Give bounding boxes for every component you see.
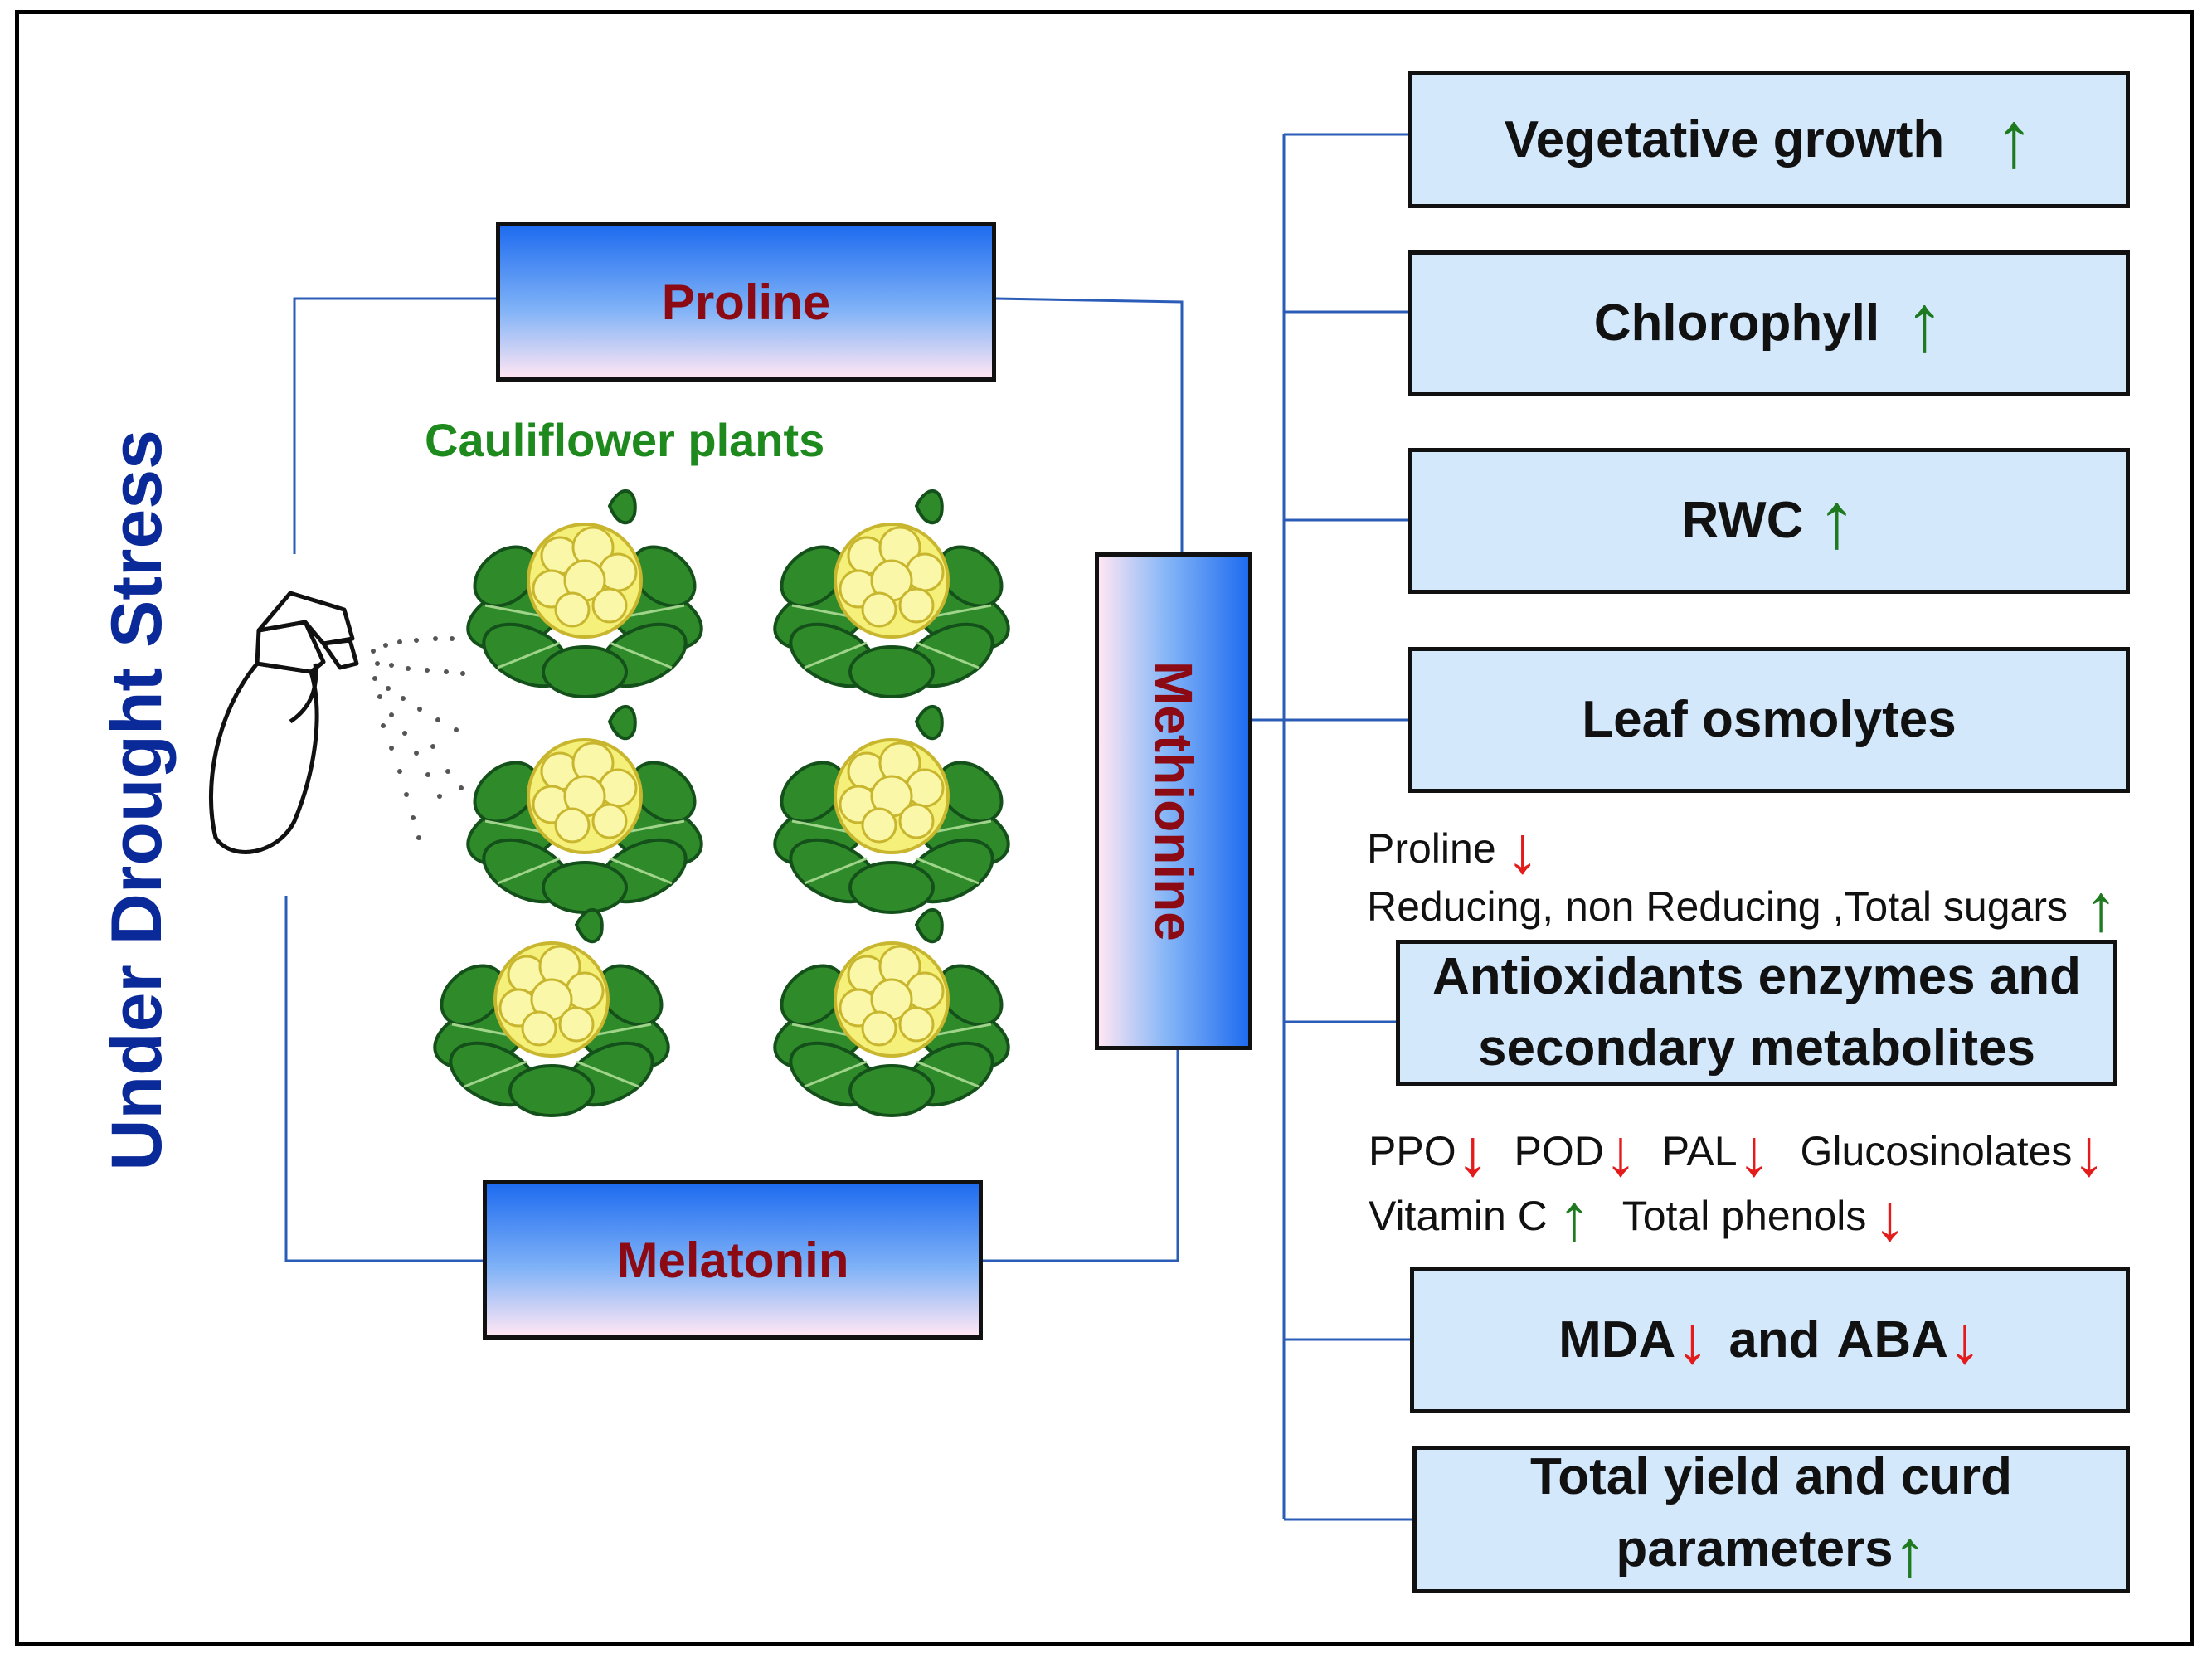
cauliflower-icon (764, 704, 1019, 917)
methionine-label: Methionine (1144, 661, 1203, 941)
chlorophyll-box: Chlorophyll ↑ (1408, 250, 2130, 396)
total-yield-box: Total yield and curd parameters↑ (1412, 1446, 2130, 1593)
cauliflower-icon (457, 489, 712, 701)
antioxidants-label-line1: Antioxidants enzymes and (1432, 948, 2082, 1005)
cauliflower-icon (457, 704, 712, 917)
pod-label: POD (1514, 1128, 1604, 1174)
methionine-box: Methionine (1095, 552, 1252, 1050)
antioxidant-detail-row1: PPO↓ POD↓ PAL↓ Glucosinolates↓ (1369, 1120, 2105, 1186)
ppo-label: PPO (1369, 1128, 1456, 1174)
up-arrow-icon: ↑ (1557, 1180, 1591, 1254)
total-phenols-label: Total phenols (1621, 1193, 1867, 1239)
cauliflower-icon (424, 907, 679, 1120)
melatonin-label: Melatonin (616, 1232, 849, 1288)
down-arrow-icon: ↓ (1737, 1116, 1771, 1189)
down-arrow-icon: ↓ (1505, 813, 1539, 887)
aba-label: ABA (1836, 1311, 1948, 1369)
up-arrow-icon: ↑ (2083, 871, 2117, 945)
vegetative-growth-box: Vegetative growth ↑ (1408, 71, 2130, 208)
up-arrow-icon: ↑ (1816, 476, 1857, 565)
cauliflower-plants-label: Cauliflower plants (425, 414, 825, 466)
cauliflower-icon (764, 489, 1019, 701)
antioxidant-detail-row2: Vitamin C↑ Total phenols↓ (1369, 1184, 1906, 1251)
diagram-frame (15, 10, 2194, 1646)
glucosinolates-label: Glucosinolates (1800, 1128, 2073, 1174)
proline-box: Proline (496, 222, 996, 382)
down-arrow-icon: ↓ (2072, 1116, 2106, 1189)
leaf-osmolytes-label: Leaf osmolytes (1582, 691, 1957, 748)
osmolyte-sugars-detail: Reducing, non Reducing ,Total sugars↑ (1367, 871, 2117, 945)
and-label: and (1728, 1311, 1821, 1369)
leaf-osmolytes-box: Leaf osmolytes (1408, 647, 2130, 793)
vegetative-growth-label: Vegetative growth (1504, 110, 1945, 168)
up-arrow-icon: ↑ (1893, 1515, 1927, 1590)
antioxidants-label-line2: secondary metabolites (1478, 1019, 2035, 1077)
total-yield-label-line2: parameters (1616, 1519, 1894, 1578)
vitamin-c-label: Vitamin C (1369, 1193, 1548, 1239)
proline-label: Proline (661, 274, 831, 330)
down-arrow-icon: ↓ (1873, 1180, 1907, 1254)
up-arrow-icon: ↑ (1904, 279, 1945, 367)
down-arrow-icon: ↓ (1947, 1303, 1981, 1377)
spray-bottle-icon (208, 591, 465, 854)
down-arrow-icon: ↓ (1603, 1116, 1637, 1189)
mda-aba-box: MDA ↓ and ABA ↓ (1410, 1267, 2130, 1413)
melatonin-box: Melatonin (483, 1180, 983, 1340)
mda-label: MDA (1558, 1311, 1676, 1369)
chlorophyll-label: Chlorophyll (1593, 294, 1880, 352)
cauliflower-icon (764, 907, 1019, 1120)
pal-label: PAL (1661, 1128, 1738, 1174)
rwc-label: RWC (1681, 492, 1804, 549)
down-arrow-icon: ↓ (1456, 1116, 1490, 1189)
down-arrow-icon: ↓ (1675, 1303, 1709, 1377)
osmolyte-proline-detail: Proline↓ (1367, 813, 1539, 887)
antioxidants-box: Antioxidants enzymes and secondary metab… (1396, 940, 2117, 1086)
total-yield-label-line1: Total yield and curd (1529, 1447, 2013, 1505)
up-arrow-icon: ↑ (1994, 95, 2035, 184)
rwc-box: RWC ↑ (1408, 448, 2130, 594)
